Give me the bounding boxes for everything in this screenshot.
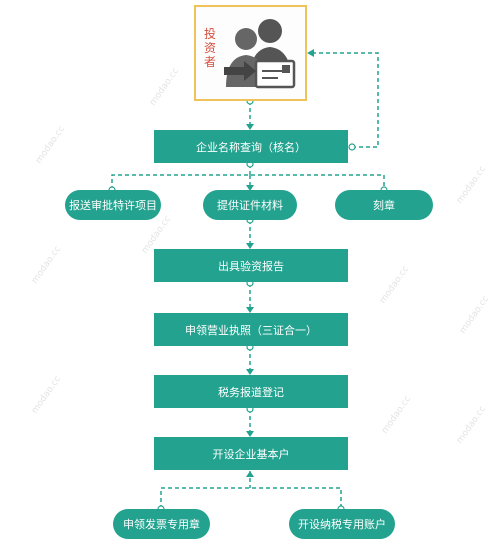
step-tax-account: 开设纳税专用账户 — [289, 509, 395, 539]
arrowhead — [246, 431, 254, 437]
arrowhead — [246, 124, 254, 130]
connector-bottom-branch — [160, 487, 342, 509]
step-seal: 刻章 — [335, 190, 433, 220]
investor-card: 投资者 — [194, 5, 307, 101]
arrowhead — [246, 307, 254, 313]
step-basic-account: 开设企业基本户 — [154, 437, 348, 470]
investor-label: 投资者 — [204, 27, 217, 69]
step-capital-report: 出具验资报告 — [154, 249, 348, 282]
arrowhead — [246, 185, 254, 191]
step-business-license: 申领营业执照（三证合一） — [154, 313, 348, 346]
arrowhead — [246, 369, 254, 375]
step-report-project: 报送审批特许项目 — [65, 190, 161, 220]
arrowhead — [246, 243, 254, 249]
connector-branch-horizontal — [111, 174, 385, 190]
step-provide-docs: 提供证件材料 — [203, 190, 297, 220]
step-tax-register: 税务报道登记 — [154, 375, 348, 408]
connector-feedback-loop — [310, 52, 379, 148]
step-invoice-seal: 申领发票专用章 — [113, 509, 210, 539]
arrowhead — [246, 471, 254, 477]
arrowhead — [307, 49, 314, 57]
investor-people-icon — [224, 19, 296, 89]
step-name-check: 企业名称查询（核名） — [154, 130, 348, 163]
